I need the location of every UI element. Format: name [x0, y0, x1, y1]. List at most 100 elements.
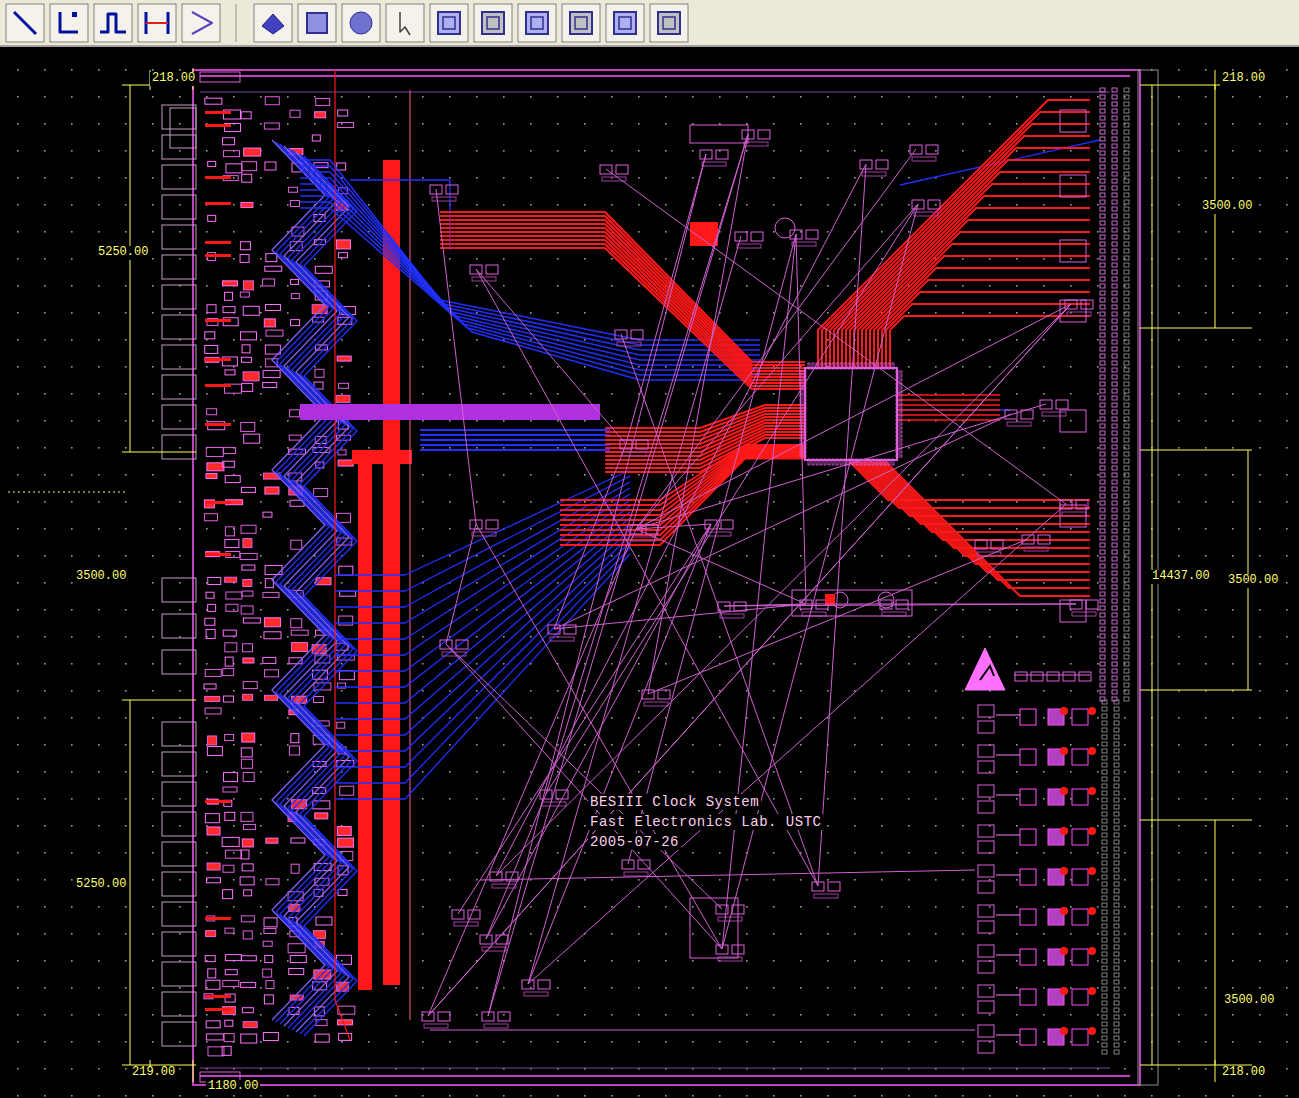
- bus-trace: [858, 220, 1090, 372]
- connector-pin: [1100, 613, 1105, 617]
- connector-pin: [1114, 875, 1119, 879]
- ratsnest-line: [446, 644, 722, 909]
- component-pad: [265, 670, 279, 677]
- component-body: [702, 162, 726, 166]
- component-pad: [1079, 672, 1091, 681]
- button-frame: [298, 4, 336, 42]
- bus-trace: [886, 304, 1090, 372]
- component-body: [737, 244, 761, 248]
- component-pad: [208, 215, 216, 221]
- icon: [658, 12, 680, 34]
- connector-pin: [1114, 735, 1119, 739]
- component-pad: [205, 618, 215, 625]
- icon: [570, 12, 592, 34]
- component-pad: [225, 577, 237, 582]
- connector-pin: [1124, 438, 1129, 442]
- connector-pin: [1124, 529, 1129, 533]
- chip-pin: [800, 375, 806, 377]
- toolbar-separator: [236, 4, 237, 42]
- connector-pin: [1124, 95, 1129, 99]
- via: [1060, 1027, 1068, 1035]
- connector-pin: [1114, 973, 1119, 977]
- connector-pin: [1112, 102, 1117, 106]
- component-pad: [978, 801, 994, 813]
- component-pad: [316, 98, 330, 105]
- chip-pin: [856, 363, 858, 369]
- dimension-label: 14437.00: [1150, 570, 1212, 584]
- connector-pin: [1114, 749, 1119, 753]
- connector-pin: [1100, 186, 1105, 190]
- icon: [192, 12, 212, 34]
- connector-pin: [1112, 305, 1117, 309]
- connector-pin: [1112, 641, 1117, 645]
- bus-trace: [878, 280, 1090, 372]
- connector-pin: [1112, 109, 1117, 113]
- connector-pin: [1112, 193, 1117, 197]
- connector-pin: [1114, 903, 1119, 907]
- component-pad: [1020, 749, 1036, 765]
- component-pad: [265, 956, 273, 963]
- icon: [72, 12, 77, 17]
- connector-pin: [1112, 550, 1117, 554]
- component-pad: [291, 643, 307, 652]
- component-pad: [336, 395, 350, 402]
- connector-pin: [1114, 952, 1119, 956]
- ratsnest-line: [446, 524, 476, 644]
- component-pad: [207, 747, 222, 756]
- connector-pin: [1112, 270, 1117, 274]
- connector-pin: [1100, 221, 1105, 225]
- chip-pin: [800, 391, 806, 393]
- connector-pin: [1124, 305, 1129, 309]
- scattered-components: [422, 125, 1098, 1028]
- connector-pin: [1100, 452, 1105, 456]
- signal-trace: [335, 542, 630, 767]
- component-pad: [716, 150, 728, 159]
- ratsnest-line: [606, 169, 1066, 504]
- via: [1060, 987, 1068, 995]
- connector-pin: [1100, 326, 1105, 330]
- connector-pin: [1100, 417, 1105, 421]
- chip-pin: [832, 363, 834, 369]
- ratsnest-line: [476, 269, 818, 886]
- bus-trace: [862, 232, 1090, 372]
- via: [1088, 747, 1096, 755]
- connector-pin: [1100, 228, 1105, 232]
- connector-box: [162, 650, 196, 674]
- component-pad: [314, 696, 324, 702]
- short-trace: [205, 111, 231, 114]
- component-pad: [265, 487, 279, 494]
- component-pad: [226, 604, 238, 611]
- icon: [14, 12, 36, 34]
- trace: [996, 755, 1020, 756]
- ratsnest-line: [554, 444, 626, 629]
- connector-pin: [1112, 221, 1117, 225]
- connector-pin: [1100, 501, 1105, 505]
- component-pad: [978, 761, 994, 773]
- component-pad: [338, 460, 353, 466]
- chip-pin: [880, 363, 882, 369]
- connector-pin: [1124, 158, 1129, 162]
- component-pad: [263, 279, 275, 286]
- connector-pin: [1100, 109, 1105, 113]
- ratsnest-line: [636, 149, 916, 529]
- connector-pin: [1124, 109, 1129, 113]
- dimensions: [8, 68, 1252, 1082]
- connector-pin: [1114, 721, 1119, 725]
- connector-pin: [1100, 165, 1105, 169]
- ratsnest-line: [528, 236, 741, 984]
- component-pad: [1020, 829, 1036, 845]
- chip-pin: [896, 427, 902, 429]
- component-pad: [337, 163, 346, 170]
- power-plane-strip: [358, 455, 372, 990]
- connector-pin: [1102, 819, 1107, 823]
- short-trace: [205, 254, 231, 257]
- reference-line: [8, 492, 125, 493]
- ratsnest-line: [636, 304, 1071, 529]
- ratsnest-line: [488, 154, 706, 1016]
- chip-pin: [884, 459, 886, 465]
- icon: [307, 13, 327, 33]
- chip-pin: [800, 371, 806, 373]
- component-pad: [225, 643, 237, 652]
- component-pad: [338, 838, 354, 847]
- connector-pin: [1100, 592, 1105, 596]
